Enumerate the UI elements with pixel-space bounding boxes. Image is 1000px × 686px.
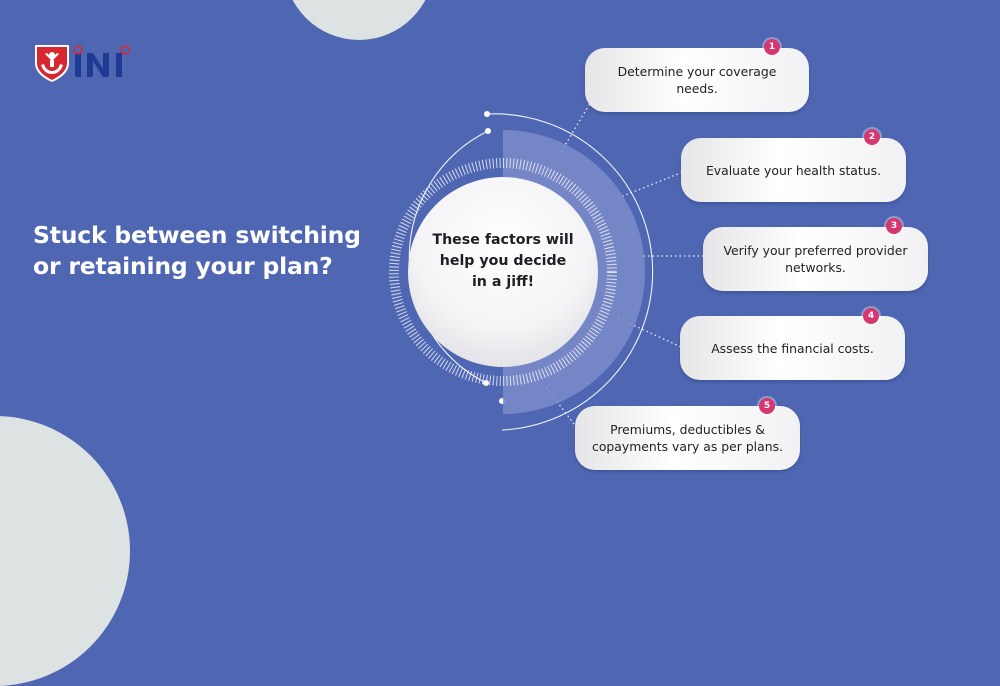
hub-circle (408, 177, 598, 367)
factor-badge-3: 3 (886, 218, 902, 234)
factor-card-5: Premiums, deductibles & copayments vary a… (575, 406, 800, 470)
factor-5-line-2: copayments vary as per plans. (592, 439, 783, 454)
inner-orbit-arc (408, 130, 489, 384)
headline-line-1: Stuck between switching (33, 221, 361, 249)
orbit-dot-top (484, 111, 490, 117)
brand-logo (33, 43, 133, 83)
tick-ring (389, 158, 617, 386)
highlight-arc (503, 130, 645, 414)
factor-badge-5: 5 (759, 398, 775, 414)
outer-orbit-arc (486, 113, 654, 431)
factor-card-3: Verify your preferred provider networks. (703, 227, 928, 291)
headline: Stuck between switching or retaining you… (33, 220, 373, 282)
factor-badge-2: 2 (864, 129, 880, 145)
factor-3-line-1: Verify your preferred provider (723, 243, 908, 258)
hub-line-1: These factors will (432, 232, 574, 248)
connector-lines (545, 99, 704, 429)
shield-logo-icon (35, 45, 130, 82)
factor-card-4: Assess the financial costs. (680, 316, 905, 380)
factor-3-line-2: networks. (785, 260, 846, 275)
factor-5-line-1: Premiums, deductibles & (610, 422, 765, 437)
factor-1-line-2: needs. (676, 81, 718, 96)
orbit-dot-upper-left (485, 128, 491, 134)
factor-badge-1: 1 (764, 39, 780, 55)
factor-card-1: Determine your coverage needs. (585, 48, 809, 112)
factor-diagram (389, 99, 704, 431)
hub-line-2: help you decide (439, 253, 567, 269)
factor-2-line-1: Evaluate your health status. (705, 162, 882, 178)
headline-line-2: or retaining your plan? (33, 252, 333, 280)
factor-card-2: Evaluate your health status. (681, 138, 906, 202)
factor-4-line-1: Assess the financial costs. (711, 340, 874, 356)
hub-text: These factors will help you decide in a … (410, 230, 596, 293)
factor-1-line-1: Determine your coverage (617, 64, 777, 79)
factor-badge-4: 4 (863, 308, 879, 324)
hub-line-3: in a jiff! (471, 274, 535, 290)
